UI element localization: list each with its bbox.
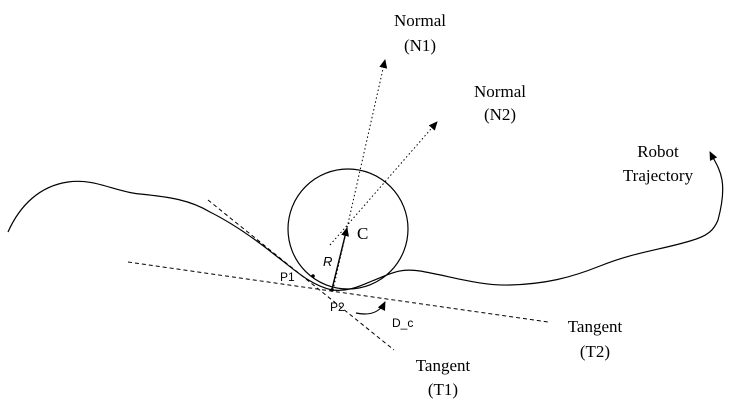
normal-n2-label-line2: (N2) [484, 105, 516, 124]
point-p2-marker [330, 288, 334, 292]
angle-dc-arc [355, 301, 386, 315]
normal-n2-line [329, 121, 438, 246]
normal-n1-line [332, 59, 388, 291]
normal-n2-label-line1: Normal [474, 82, 526, 101]
point-p1-marker [311, 274, 315, 278]
tangent-t1-line [207, 199, 395, 351]
normal-n1-label-line2: (N1) [404, 36, 436, 55]
tangent-t2-line [127, 261, 549, 323]
tangent-t1-label-line1: Tangent [416, 356, 471, 375]
point-p2-label: P2 [330, 300, 345, 314]
center-label: C [357, 224, 368, 243]
point-p1-label: P1 [280, 270, 295, 284]
radius-label: R [323, 254, 332, 269]
radius-line [331, 227, 349, 290]
tangent-t1-label-line2: (T1) [428, 380, 458, 399]
robot-trajectory-label-line2: Trajectory [623, 166, 694, 185]
tangent-t2-label-line2: (T2) [580, 342, 610, 361]
angle-dc-label: D_c [392, 316, 413, 330]
osculating-circle [287, 168, 409, 290]
robot-trajectory-label-line1: Robot [637, 142, 679, 161]
robot-trajectory-curve [7, 151, 724, 291]
tangent-t2-label-line1: Tangent [568, 317, 623, 336]
normal-n1-label-line1: Normal [394, 11, 446, 30]
